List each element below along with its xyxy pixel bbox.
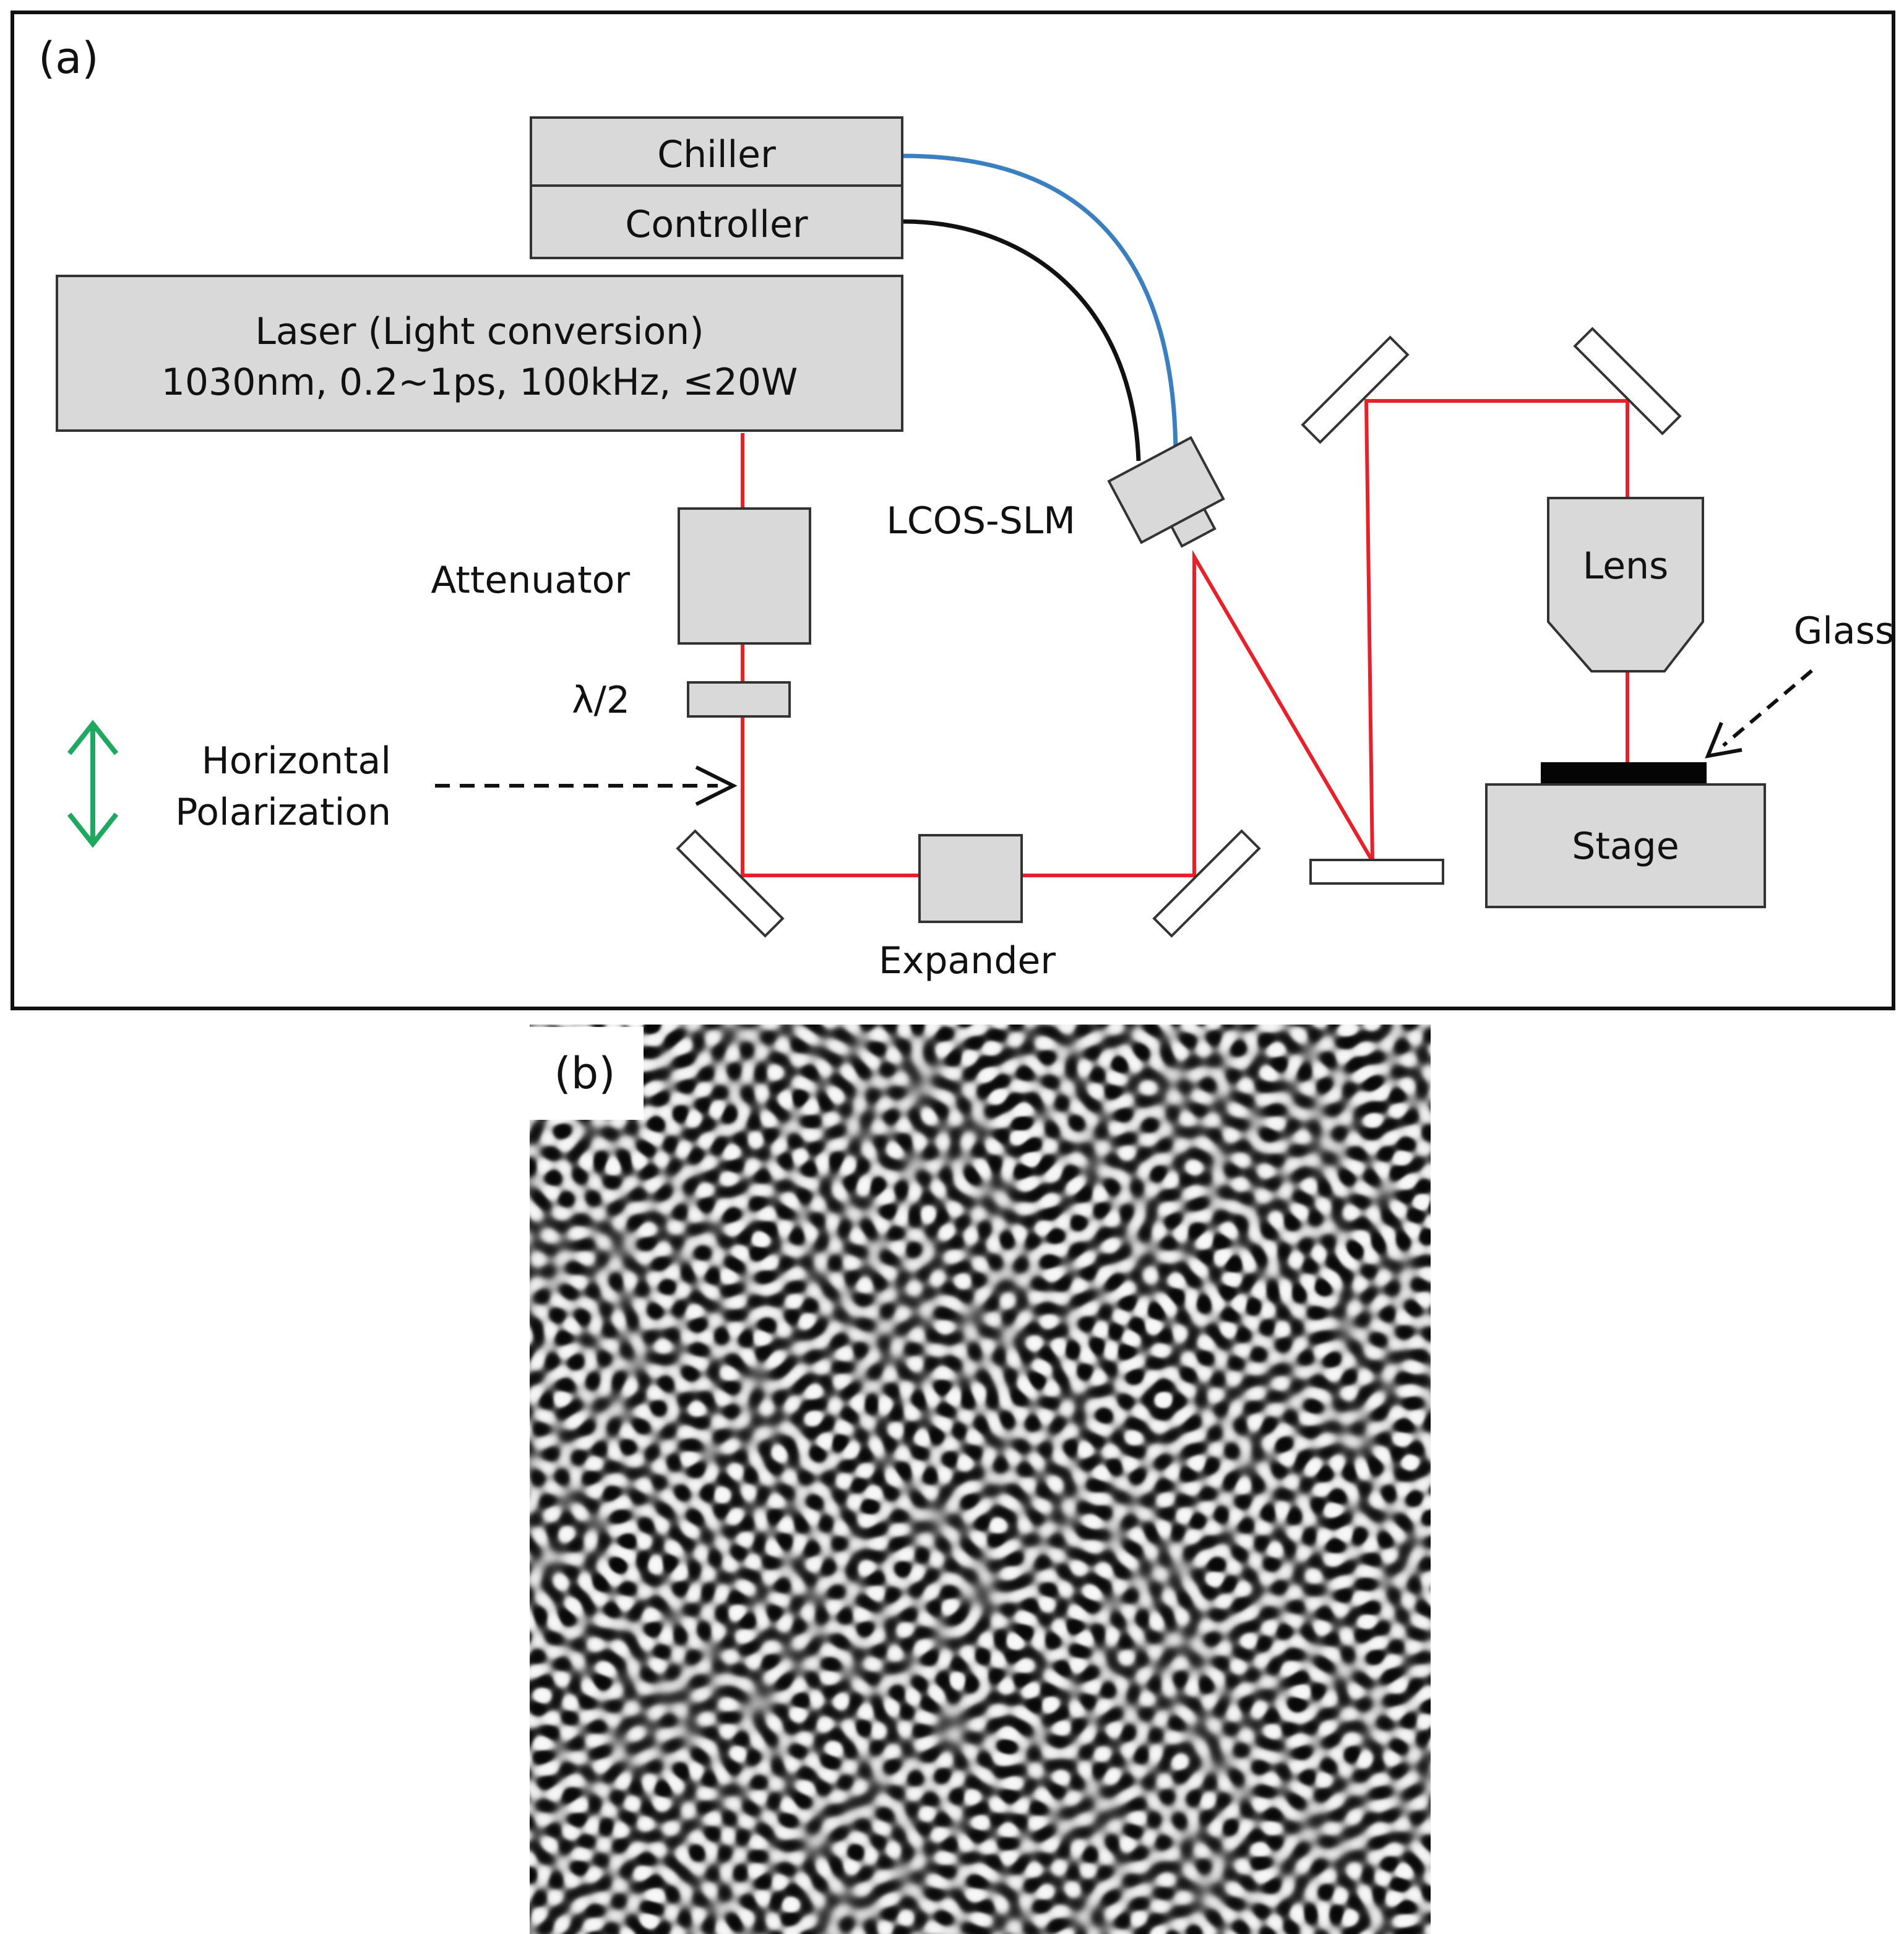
laser-box: Laser (Light conversion) 1030nm, 0.2~1ps… [56, 275, 903, 432]
polarization-label-line1: Horizontal [202, 739, 391, 783]
mirror-bottom-middle [1152, 829, 1261, 938]
chiller-cable [903, 153, 1178, 458]
lcos-slm-device [1107, 436, 1225, 548]
svg-text:Controller: Controller [625, 203, 808, 246]
mirror-flat [1309, 859, 1444, 885]
svg-text:1030nm, 0.2~1ps, 100kHz, ≤20W: 1030nm, 0.2~1ps, 100kHz, ≤20W [162, 361, 798, 404]
half-wave-plate [687, 681, 791, 718]
laser-beam-path [741, 399, 1629, 877]
controller-cable [903, 219, 1141, 462]
labyrinth-pattern-image [530, 1025, 1431, 1934]
panel-a-label: (a) [38, 33, 99, 84]
half-wave-label: λ/2 [572, 679, 630, 722]
polarization-label-line2: Polarization [175, 791, 391, 834]
mirror-bottom-left [676, 829, 785, 938]
controller-box: Controller [530, 184, 903, 259]
lcos-slm-label: LCOS-SLM [886, 499, 1075, 543]
panel-b-label: (b) [526, 1027, 644, 1120]
mirror-top-left [1301, 335, 1410, 444]
optical-setup-diagram: (a) Chiller Controller Laser (Light conv… [11, 11, 1895, 1010]
glass-sample [1541, 762, 1707, 783]
expander-box [918, 834, 1023, 923]
chiller-box: Chiller [530, 116, 903, 187]
objective-lens [1547, 497, 1704, 673]
attenuator-box [678, 507, 811, 645]
labyrinth-pattern-panel [530, 1025, 1431, 1934]
svg-text:Laser (Light conversion): Laser (Light conversion) [255, 310, 704, 353]
svg-text:Chiller: Chiller [657, 133, 776, 176]
stage-label: Stage [1572, 825, 1679, 868]
glass-pointer-arrow [1705, 669, 1813, 759]
attenuator-label: Attenuator [431, 559, 630, 602]
expander-label: Expander [879, 939, 1056, 982]
mirror-top-right [1573, 327, 1682, 436]
stage-box [1485, 783, 1766, 908]
lens-label: Lens [1583, 544, 1669, 588]
polarization-arrow-icon [67, 720, 119, 848]
glass-label: Glass [1794, 609, 1894, 653]
polarization-pointer-arrow [435, 765, 738, 806]
